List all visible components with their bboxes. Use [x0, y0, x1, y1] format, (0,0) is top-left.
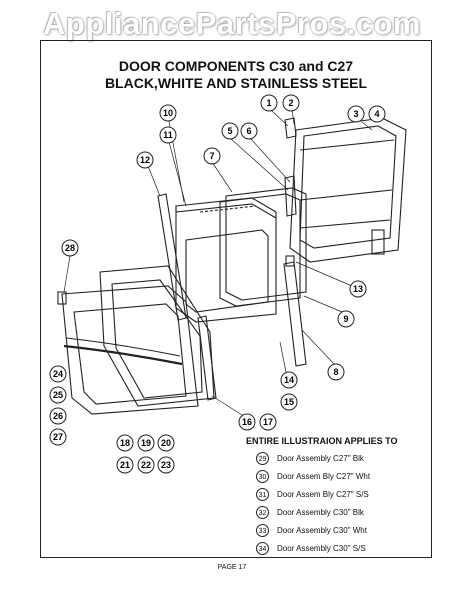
clip-part [285, 255, 295, 267]
left-channel-part [157, 193, 187, 321]
side-strip-part [284, 175, 297, 217]
legend-number: 34 [256, 542, 269, 555]
svg-text:1: 1 [266, 98, 271, 108]
legend-text: Door Assembly C30" Wht [277, 526, 367, 535]
legend-text: Door Assembly C27" Blk [277, 454, 364, 463]
callout-27: 27 [49, 428, 67, 446]
callout-12: 12 [136, 151, 154, 169]
legend-text: Door Assembly C30" Blk [277, 508, 364, 517]
legend-number: 31 [256, 488, 269, 501]
svg-text:25: 25 [53, 390, 63, 400]
legend-number: 29 [256, 452, 269, 465]
legend-item: 32 Door Assembly C30" Blk [256, 506, 364, 519]
legend-text: Door Assembly C30" S/S [277, 544, 366, 553]
svg-text:4: 4 [374, 109, 379, 119]
svg-text:5: 5 [227, 126, 232, 136]
svg-text:10: 10 [163, 108, 173, 118]
svg-text:9: 9 [343, 314, 348, 324]
svg-text:6: 6 [246, 126, 251, 136]
callout-5: 5 [221, 122, 239, 140]
callout-1: 1 [260, 94, 278, 112]
callout-24: 24 [49, 365, 67, 383]
svg-text:21: 21 [120, 460, 130, 470]
svg-text:7: 7 [209, 151, 214, 161]
svg-text:20: 20 [161, 438, 171, 448]
svg-text:17: 17 [263, 417, 273, 427]
svg-text:18: 18 [120, 438, 130, 448]
callout-28: 28 [61, 239, 79, 257]
legend-text: Door Assem Bly C27" S/S [277, 490, 369, 499]
svg-text:28: 28 [65, 243, 75, 253]
diagram-frame [40, 40, 432, 558]
legend-item: 33 Door Assembly C30" Wht [256, 524, 367, 537]
legend-item: 31 Door Assem Bly C27" S/S [256, 488, 369, 501]
callout-25: 25 [49, 386, 67, 404]
callout-6: 6 [240, 122, 258, 140]
callout-14: 14 [280, 371, 298, 389]
svg-text:16: 16 [242, 417, 252, 427]
svg-text:22: 22 [141, 460, 151, 470]
svg-text:14: 14 [284, 375, 294, 385]
callout-26: 26 [49, 407, 67, 425]
handle-clip-part [57, 291, 67, 305]
svg-text:23: 23 [161, 460, 171, 470]
legend-text: Door Assem Bly C27" Wht [277, 472, 371, 481]
callout-3: 3 [347, 105, 365, 123]
callout-21: 21 [116, 456, 134, 474]
legend-number: 30 [256, 470, 269, 483]
callout-13: 13 [349, 280, 367, 298]
callout-15: 15 [280, 393, 298, 411]
legend-title: ENTIRE ILLUSTRAION APPLIES TO [246, 436, 398, 446]
legend-number: 33 [256, 524, 269, 537]
callout-8: 8 [327, 363, 345, 381]
svg-text:11: 11 [163, 130, 173, 140]
outer-door-part [61, 285, 199, 415]
svg-text:26: 26 [53, 411, 63, 421]
callout-20: 20 [157, 434, 175, 452]
page-number: PAGE 17 [217, 564, 247, 571]
legend-item: 30 Door Assem Bly C27" Wht [256, 470, 370, 483]
callout-4: 4 [368, 105, 386, 123]
watermark: AppliancePartsPros.com [43, 6, 421, 41]
diagram-subtitle: BLACK,WHITE AND STAINLESS STEEL [104, 75, 368, 91]
svg-text:12: 12 [140, 155, 150, 165]
callout-19: 19 [137, 434, 155, 452]
right-channel-part [283, 261, 307, 367]
callout-22: 22 [137, 456, 155, 474]
callout-10: 10 [159, 104, 177, 122]
diagram-title: DOOR COMPONENTS C30 and C27 [118, 58, 354, 74]
callout-18: 18 [116, 434, 134, 452]
svg-text:8: 8 [333, 367, 338, 377]
svg-text:13: 13 [353, 284, 363, 294]
glass-pane-part [219, 187, 307, 307]
svg-text:2: 2 [288, 98, 293, 108]
callout-7: 7 [203, 147, 221, 165]
door-side-bar-part [197, 315, 217, 401]
door-frame-part [289, 117, 407, 263]
callouts: 1 2 3 4 5 6 7 8 9 10 11 12 13 14 15 16 1… [49, 94, 386, 474]
svg-text:24: 24 [53, 369, 63, 379]
callout-16: 16 [238, 413, 256, 431]
svg-text:27: 27 [53, 432, 63, 442]
legend-number: 32 [256, 506, 269, 519]
svg-text:15: 15 [284, 397, 294, 407]
callout-2: 2 [282, 94, 300, 112]
legend-item: 34 Door Assembly C30" S/S [256, 542, 366, 555]
legend-item: 29 Door Assembly C27" Blk [256, 452, 364, 465]
callout-23: 23 [157, 456, 175, 474]
svg-text:19: 19 [141, 438, 151, 448]
callout-11: 11 [159, 126, 177, 144]
hinge-part [284, 117, 297, 139]
callout-9: 9 [337, 310, 355, 328]
callout-17: 17 [259, 413, 277, 431]
svg-text:3: 3 [353, 109, 358, 119]
